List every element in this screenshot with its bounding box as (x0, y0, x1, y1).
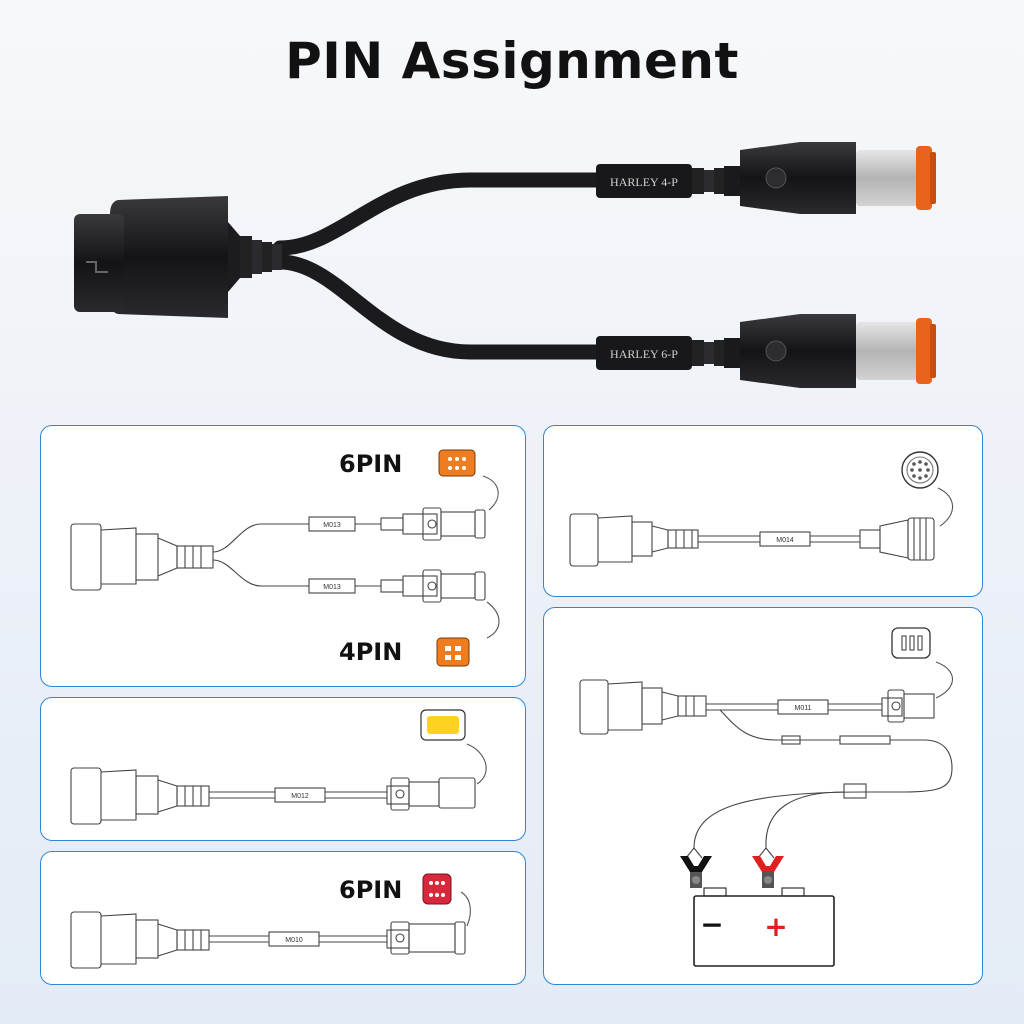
upper-sleeve-label: HARLEY 4-P (610, 175, 678, 189)
upper-cable (272, 172, 608, 256)
page-title: PIN Assignment (285, 32, 739, 90)
bottom-connector-face (436, 637, 470, 667)
battery-plus: + (764, 910, 787, 943)
lower-branch: HARLEY 6-P (596, 314, 936, 388)
panel-m012: M012 (40, 697, 526, 841)
lower-cable (272, 254, 608, 360)
lower-sleeve-label: HARLEY 6-P (610, 347, 678, 361)
diagram-m011: M011 − + (579, 627, 953, 967)
module-label: M011 (795, 705, 812, 712)
diagram-m014: M014 (569, 451, 954, 567)
upper-module-label: M013 (323, 522, 341, 529)
battery-minus: − (700, 908, 723, 941)
bottom-pin-label: 4PIN (339, 638, 403, 666)
module-label: M014 (776, 537, 794, 544)
diagram-m012: M012 (70, 709, 487, 825)
panel-m014: M014 (543, 425, 983, 597)
panel-m010: M010 6PIN (40, 851, 526, 985)
panel-m013-splitter: M013 M013 6PIN 4PIN (40, 425, 526, 687)
module-label: M010 (285, 937, 303, 944)
hero-cable-illustration: HARLEY 4-P HARLEY 6-P (74, 142, 936, 388)
diagram-m010: M010 (70, 873, 471, 969)
top-pin-label: 6PIN (339, 450, 403, 478)
module-label: M012 (291, 793, 309, 800)
connector-face (427, 716, 459, 734)
red-clamp (752, 856, 784, 888)
black-clamp (680, 856, 712, 888)
top-connector-face (438, 449, 476, 477)
obd-connector (74, 196, 282, 318)
lower-module-label: M013 (323, 584, 341, 591)
upper-branch: HARLEY 4-P (596, 142, 936, 214)
diagram-m013: M013 M013 (70, 449, 500, 667)
pin-label: 6PIN (339, 876, 403, 904)
panel-m011-battery: M011 − + (543, 607, 983, 985)
connector-face (422, 873, 452, 905)
